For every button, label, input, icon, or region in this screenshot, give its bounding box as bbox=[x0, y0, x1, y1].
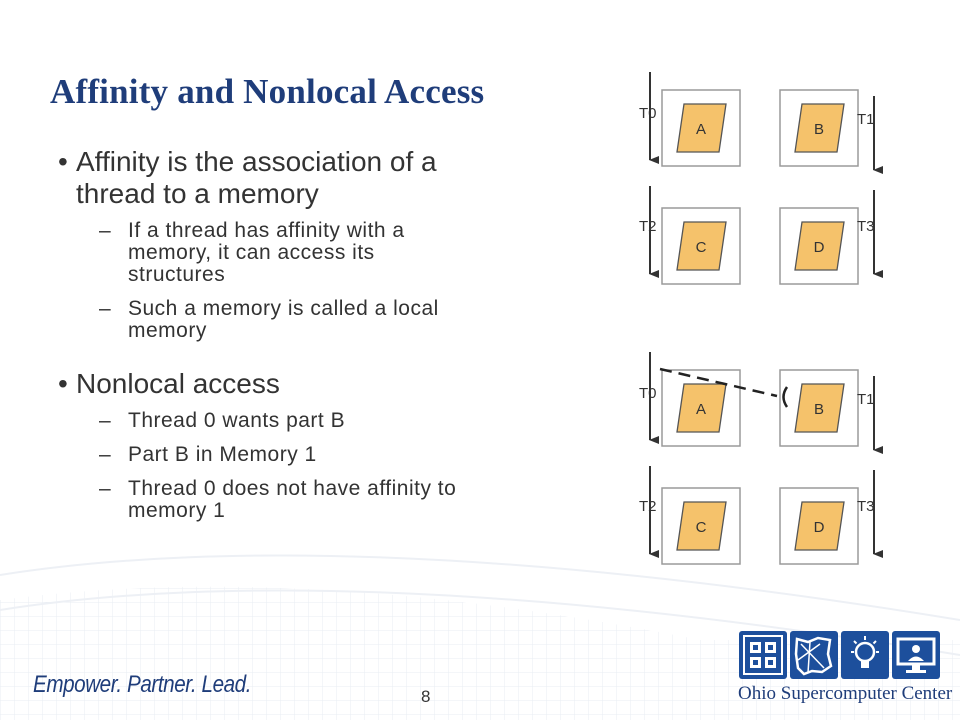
memory-cell: A bbox=[661, 89, 741, 167]
affinity-sub-list: – If a thread has affinity with a memory… bbox=[58, 220, 478, 342]
data-part-block bbox=[794, 221, 845, 271]
thread-label: T0 bbox=[639, 385, 657, 402]
thread-label: T2 bbox=[639, 498, 657, 515]
sub-bullet: – Part B in Memory 1 bbox=[58, 444, 478, 466]
dash-glyph: – bbox=[99, 219, 112, 242]
part-label: D bbox=[814, 239, 825, 256]
memory-cell: B bbox=[779, 89, 859, 167]
ohio-state-icon bbox=[790, 631, 838, 679]
data-part-block bbox=[676, 383, 727, 433]
sub-bullet-text: Thread 0 does not have affinity to memor… bbox=[128, 477, 457, 522]
thread-label: T1 bbox=[857, 391, 875, 408]
thread-label: T0 bbox=[639, 105, 657, 122]
nonlocal-sub-list: – Thread 0 wants part B – Part B in Memo… bbox=[58, 410, 478, 522]
memory-cell: C bbox=[661, 487, 741, 565]
memory-cell: C bbox=[661, 207, 741, 285]
dash-glyph: – bbox=[99, 443, 112, 466]
osc-logo-icons bbox=[739, 631, 940, 679]
bullet-glyph: • bbox=[58, 368, 68, 399]
part-label: A bbox=[696, 121, 706, 138]
bullet-nonlocal: • Nonlocal access bbox=[58, 368, 478, 400]
part-label: C bbox=[696, 519, 707, 536]
lightbulb-icon bbox=[841, 631, 889, 679]
bullet-glyph: • bbox=[58, 146, 68, 177]
tagline: Empower. Partner. Lead. bbox=[33, 671, 252, 698]
bullet-affinity: • Affinity is the association of a threa… bbox=[58, 146, 478, 210]
data-part-block bbox=[794, 501, 845, 551]
thread-label: T3 bbox=[857, 498, 875, 515]
thread-label: T1 bbox=[857, 111, 875, 128]
slide-title: Affinity and Nonlocal Access bbox=[50, 72, 485, 111]
sub-bullet-text: Thread 0 wants part B bbox=[128, 409, 346, 432]
sub-bullet: – Thread 0 does not have affinity to mem… bbox=[58, 478, 478, 522]
memory-frame bbox=[779, 487, 859, 565]
access-hook bbox=[782, 386, 789, 408]
part-label: B bbox=[814, 401, 824, 418]
part-label: B bbox=[814, 121, 824, 138]
data-part-block bbox=[794, 383, 845, 433]
org-name: Ohio Supercomputer Center bbox=[738, 683, 953, 704]
nonlocal-access-path bbox=[659, 367, 778, 398]
bullet-nonlocal-text: Nonlocal access bbox=[76, 368, 280, 399]
dash-glyph: – bbox=[99, 477, 112, 500]
sub-bullet: – Such a memory is called a local memory bbox=[58, 298, 478, 342]
memory-cell: D bbox=[779, 487, 859, 565]
monitor-icon bbox=[892, 631, 940, 679]
data-part-block bbox=[676, 501, 727, 551]
memory-cell: D bbox=[779, 207, 859, 285]
dash-glyph: – bbox=[99, 297, 112, 320]
data-part-block bbox=[794, 103, 845, 153]
sub-bullet: – Thread 0 wants part B bbox=[58, 410, 478, 432]
bullet-affinity-text: Affinity is the association of a thread … bbox=[76, 146, 437, 209]
sub-bullet-text: Such a memory is called a local memory bbox=[128, 297, 439, 342]
page-number: 8 bbox=[421, 687, 431, 706]
data-part-block bbox=[676, 221, 727, 271]
part-label: D bbox=[814, 519, 825, 536]
memory-cell: B bbox=[779, 369, 859, 447]
cpu-chip-icon bbox=[739, 631, 787, 679]
memory-cell: A bbox=[661, 369, 741, 447]
thread-label: T2 bbox=[639, 218, 657, 235]
sub-bullet-text: Part B in Memory 1 bbox=[128, 443, 317, 466]
dash-glyph: – bbox=[99, 409, 112, 432]
part-label: A bbox=[696, 401, 706, 418]
sub-bullet: – If a thread has affinity with a memory… bbox=[58, 220, 478, 286]
thread-label: T3 bbox=[857, 218, 875, 235]
part-label: C bbox=[696, 239, 707, 256]
sub-bullet-text: If a thread has affinity with a memory, … bbox=[128, 219, 405, 286]
bullet-list: • Affinity is the association of a threa… bbox=[58, 146, 478, 534]
data-part-block bbox=[676, 103, 727, 153]
